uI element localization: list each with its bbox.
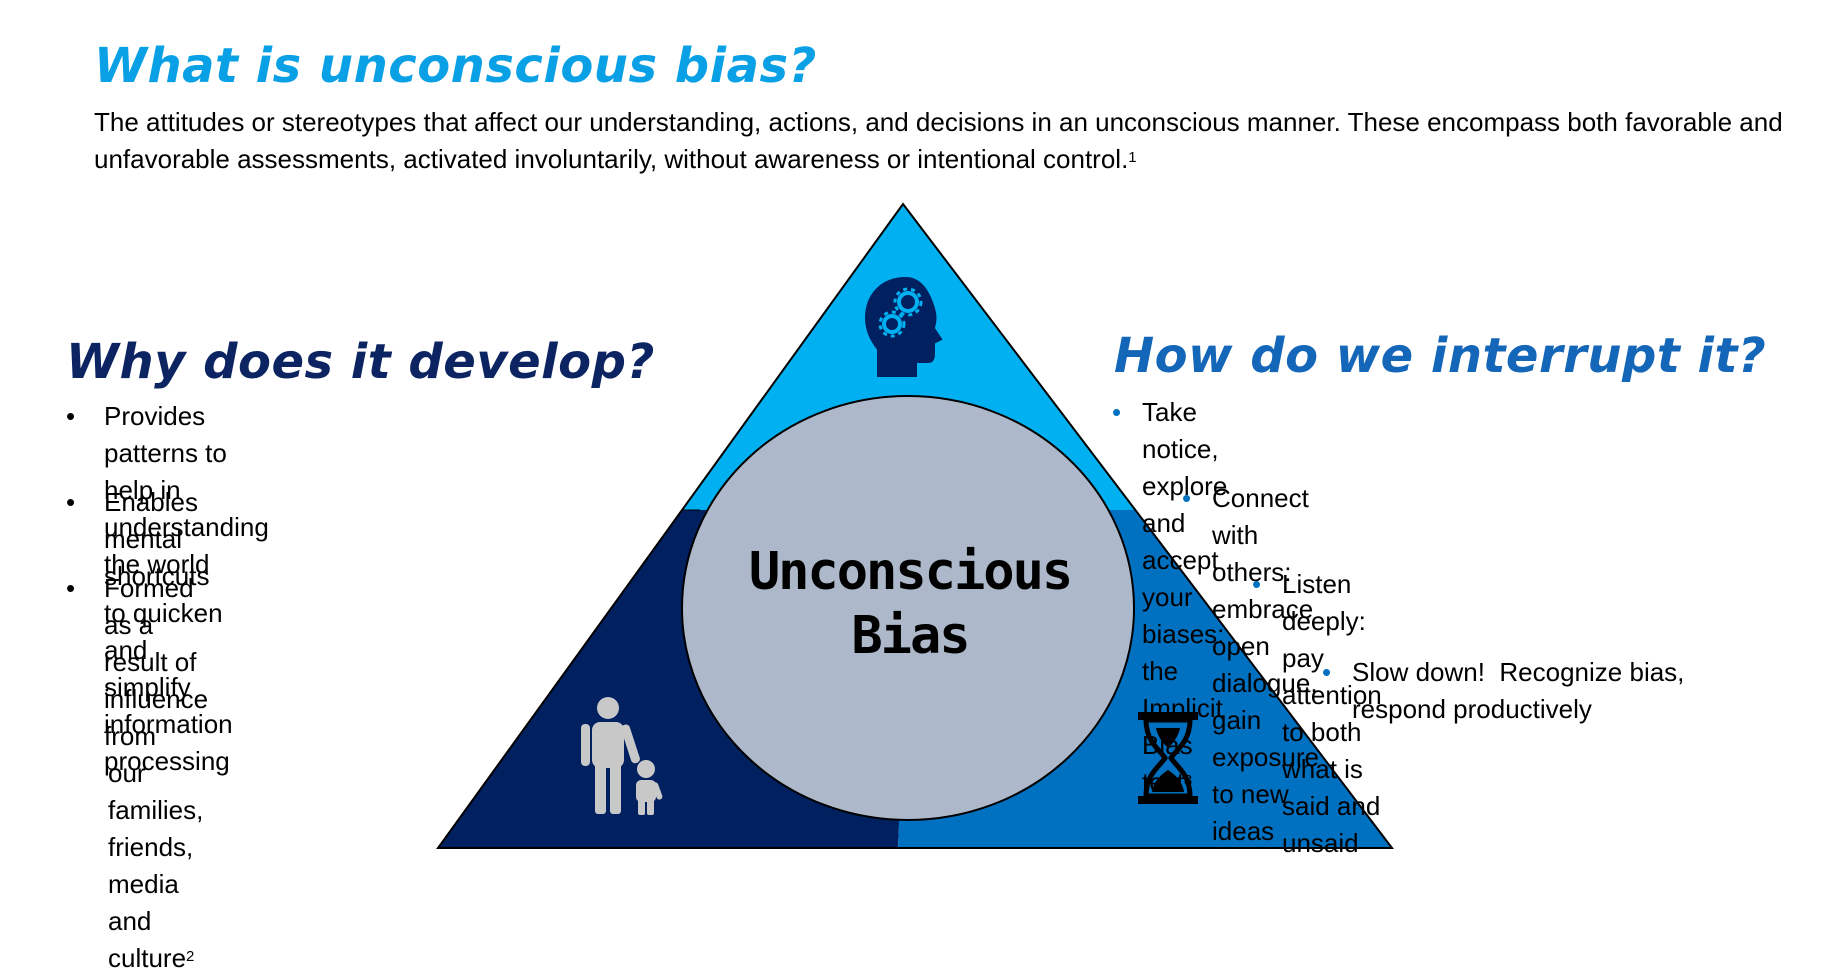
intro-paragraph: The attitudes or stereotypes that affect… — [94, 104, 1794, 178]
right-bullet-1: • Take notice, explore and accept your b… — [1112, 394, 1228, 801]
bullet-dot-icon: • — [1182, 483, 1192, 513]
head-gears-icon — [862, 274, 946, 379]
right-bullet-1-reference: 3 — [1183, 772, 1193, 789]
right-section-title: How do we interrupt it? — [1114, 328, 1767, 384]
center-label-line2: Bias — [851, 606, 970, 666]
left-bullet-1: • Provides patterns to help in understan… — [66, 398, 269, 583]
right-bullet-3: • Listen deeply: pay attention to both w… — [1252, 566, 1382, 862]
bullet-dot-icon: • — [1322, 657, 1332, 687]
right-bullet-4-line1: Slow down! Recognize bias, — [1352, 657, 1685, 687]
page-title: What is unconscious bias? — [94, 38, 817, 94]
right-bullet-1-line2-wrap: Implicit Bias test3 — [1142, 690, 1227, 801]
right-bullet-4-line2: respond productively — [1352, 694, 1592, 724]
bullet-dot-icon: • — [1252, 569, 1262, 599]
left-bullet-3-line1: Formed as a result of influence from — [104, 573, 209, 751]
parent-child-icon — [581, 697, 663, 815]
right-bullet-1-line1: Take notice, explore and accept your bia… — [1142, 397, 1228, 686]
right-bullet-3-line1: Listen deeply: pay attention to both — [1282, 569, 1382, 747]
left-bullet-3-reference: 2 — [186, 948, 195, 965]
bullet-dot-icon: • — [66, 487, 76, 517]
left-bullet-3-line2: our families, friends, media and — [108, 758, 204, 936]
left-bullet-3: • Formed as a result of influence from o… — [66, 570, 209, 977]
left-bullet-3-line3: culture — [108, 943, 187, 973]
center-label: Unconscious Bias — [700, 540, 1120, 668]
right-bullet-4: • Slow down! Recognize bias, respond pro… — [1322, 654, 1685, 728]
intro-text: The attitudes or stereotypes that affect… — [94, 107, 1783, 174]
left-bullet-3-line3-wrap: culture2 — [104, 940, 208, 977]
left-bullet-2-line2: simplify information processing — [104, 672, 233, 776]
center-label-line1: Unconscious — [748, 542, 1073, 602]
right-bullet-1-line2: Implicit Bias test — [1142, 693, 1223, 797]
right-bullet-2-line2: gain exposure to new ideas — [1212, 705, 1319, 846]
left-bullet-1-line1: Provides patterns to help in understandi… — [104, 401, 269, 542]
hourglass-icon — [1138, 712, 1198, 804]
bias-triangle-diagram — [436, 202, 1395, 849]
left-section-title: Why does it develop? — [66, 334, 655, 390]
right-bullet-2: • Connect with others: embrace open dial… — [1182, 480, 1319, 850]
left-bullet-2-line1: Enables mental shortcuts to quicken and — [104, 487, 223, 665]
left-bullet-2: • Enables mental shortcuts to quicken an… — [66, 484, 233, 780]
bullet-dot-icon: • — [66, 573, 76, 603]
center-circle — [681, 395, 1135, 821]
bullet-dot-icon: • — [66, 401, 76, 431]
right-bullet-2-line1: Connect with others: embrace open dialog… — [1212, 483, 1318, 698]
intro-reference: 1 — [1128, 149, 1137, 166]
right-bullet-3-line2: what is said and unsaid — [1282, 754, 1381, 858]
triangle-outline — [436, 202, 1395, 849]
bullet-dot-icon: • — [1112, 397, 1122, 427]
left-bullet-1-line2: the world — [104, 549, 210, 579]
